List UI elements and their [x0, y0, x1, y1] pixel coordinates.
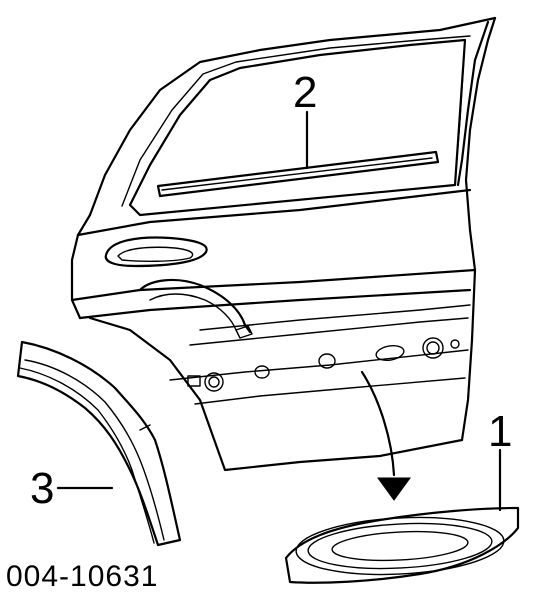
callout-2-label: 2: [293, 68, 317, 117]
part-number: 004-10631: [6, 560, 158, 593]
rear-door-panel: [70, 16, 497, 472]
install-arrow: [360, 370, 411, 501]
wheel-flare-molding: [16, 340, 182, 547]
door-applique-molding: [284, 506, 520, 584]
callout-3-label: 3: [30, 464, 54, 513]
callout-1-label: 1: [488, 407, 512, 456]
window-sweep-belt-molding: [156, 150, 440, 198]
